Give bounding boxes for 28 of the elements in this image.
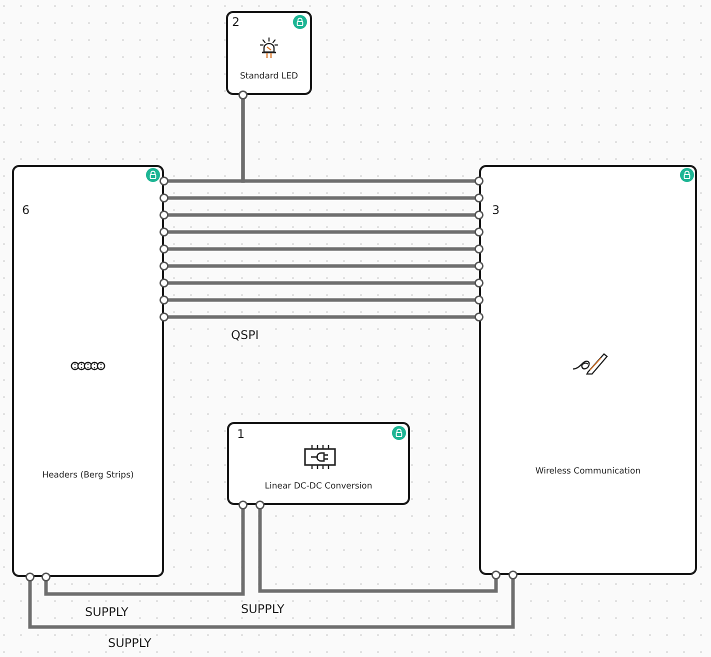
wire [25, 570, 518, 629]
node-title: Standard LED [240, 72, 298, 82]
wire [159, 278, 484, 288]
node-number: 3 [492, 203, 500, 217]
component-card [226, 11, 312, 95]
edge-label: SUPPLY [107, 636, 152, 650]
wire [159, 295, 484, 305]
wire [41, 500, 248, 596]
component-card [12, 165, 164, 577]
node-number: 2 [232, 15, 240, 29]
wire [159, 227, 484, 237]
component-card [227, 422, 410, 505]
node-title: Linear DC-DC Conversion [264, 482, 372, 492]
wire [238, 90, 484, 186]
wire [255, 500, 501, 593]
wire [159, 244, 484, 254]
wire [159, 261, 484, 271]
node-number: 6 [22, 203, 30, 217]
node-title: Wireless Communication [535, 466, 641, 478]
wire [159, 312, 484, 322]
edge-label: QSPI [230, 328, 260, 342]
edge-label: SUPPLY [84, 605, 130, 619]
wire [159, 210, 484, 220]
component-card [479, 165, 697, 575]
node-title: Headers (Berg Strips) [42, 470, 134, 482]
edge-label: SUPPLY [240, 602, 286, 616]
wire [159, 193, 484, 203]
node-number: 1 [237, 427, 245, 441]
